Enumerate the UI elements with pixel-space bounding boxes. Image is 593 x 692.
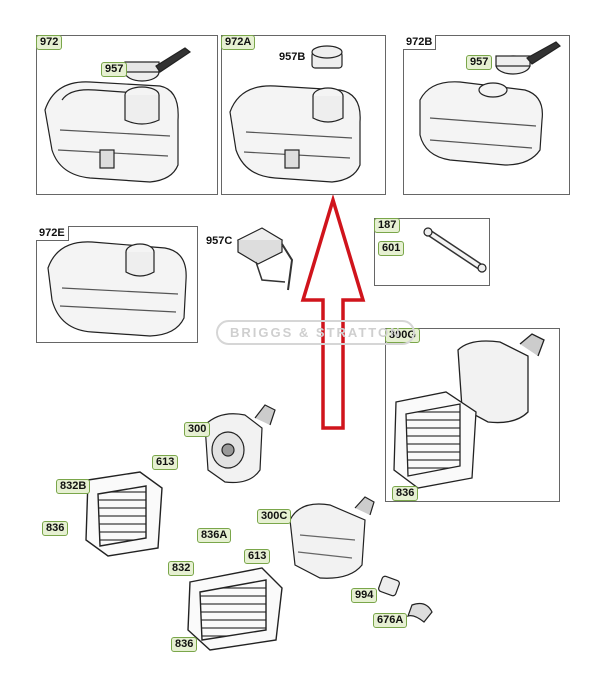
fuel-tank-972b <box>419 81 543 166</box>
callout-836-300g: 836 <box>392 486 419 501</box>
muffler-300 <box>204 404 276 484</box>
panel-label-972e: 972E <box>36 226 69 241</box>
fuel-tank-972e <box>47 241 187 337</box>
fuel-cap-957 <box>124 47 192 82</box>
callout-836a: 836A <box>197 528 232 543</box>
panel-187 <box>374 218 490 286</box>
muffler-guard-832b <box>85 471 163 557</box>
panel-972b <box>403 35 570 195</box>
fuel-cap-957c <box>236 227 294 291</box>
panel-label-187: 187 <box>374 218 401 233</box>
callout-676a: 676A <box>373 613 408 628</box>
callout-613-mid: 613 <box>244 549 271 564</box>
callout-957-left: 957 <box>101 62 128 77</box>
panel-label-972b: 972B <box>403 35 437 50</box>
panel-972 <box>36 35 218 195</box>
callout-836-left: 836 <box>42 521 69 536</box>
callout-836-bottom: 836 <box>171 637 198 652</box>
callout-957b: 957B <box>279 51 306 63</box>
callout-957-right: 957 <box>466 55 493 70</box>
exhaust-fittings <box>378 575 433 623</box>
callout-832b: 832B <box>56 479 91 494</box>
panel-label-972a: 972A <box>221 35 256 50</box>
fuel-tank-972a <box>229 85 361 183</box>
panel-972a <box>221 35 386 195</box>
panel-label-972: 972 <box>36 35 63 50</box>
fuel-line-601 <box>423 227 487 273</box>
panel-972e <box>36 226 198 343</box>
muffler-300c <box>289 496 375 579</box>
callout-601: 601 <box>378 241 405 256</box>
callout-832: 832 <box>168 561 195 576</box>
panel-300g <box>385 328 560 502</box>
red-arrow <box>300 193 366 430</box>
callout-994: 994 <box>351 588 378 603</box>
muffler-guard-832 <box>187 567 283 651</box>
callout-613-top: 613 <box>152 455 179 470</box>
fuel-cap-957-right <box>495 41 561 75</box>
callout-957c: 957C <box>206 235 233 247</box>
brand-watermark: BRIGGS & STRATTON <box>216 320 416 345</box>
callout-300: 300 <box>184 422 211 437</box>
callout-300c: 300C <box>257 509 292 524</box>
fuel-tank-972 <box>44 81 179 183</box>
muffler-assembly-300g <box>393 333 545 489</box>
fuel-cap-957b <box>311 45 343 69</box>
